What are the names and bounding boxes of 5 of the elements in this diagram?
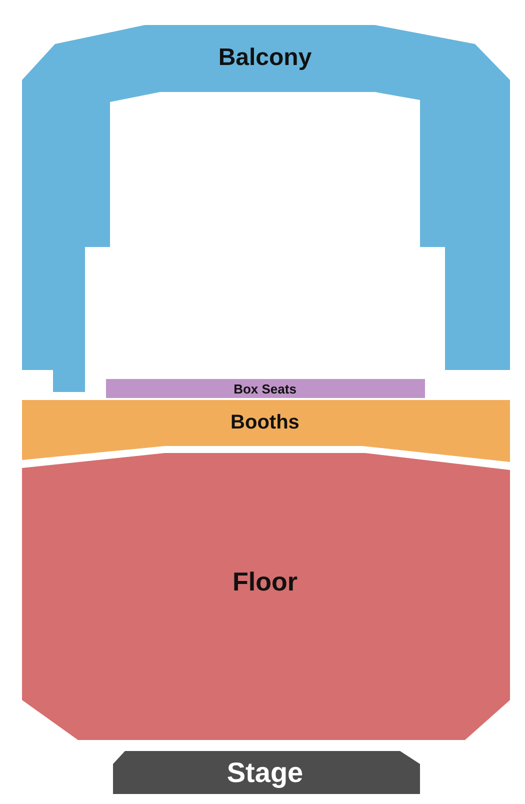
section-label: Box Seats — [234, 382, 296, 396]
section-label: Stage — [226, 757, 304, 789]
section-label: Floor — [232, 566, 298, 598]
section-label: Booths — [230, 412, 300, 434]
section-label: Balcony — [218, 44, 312, 72]
